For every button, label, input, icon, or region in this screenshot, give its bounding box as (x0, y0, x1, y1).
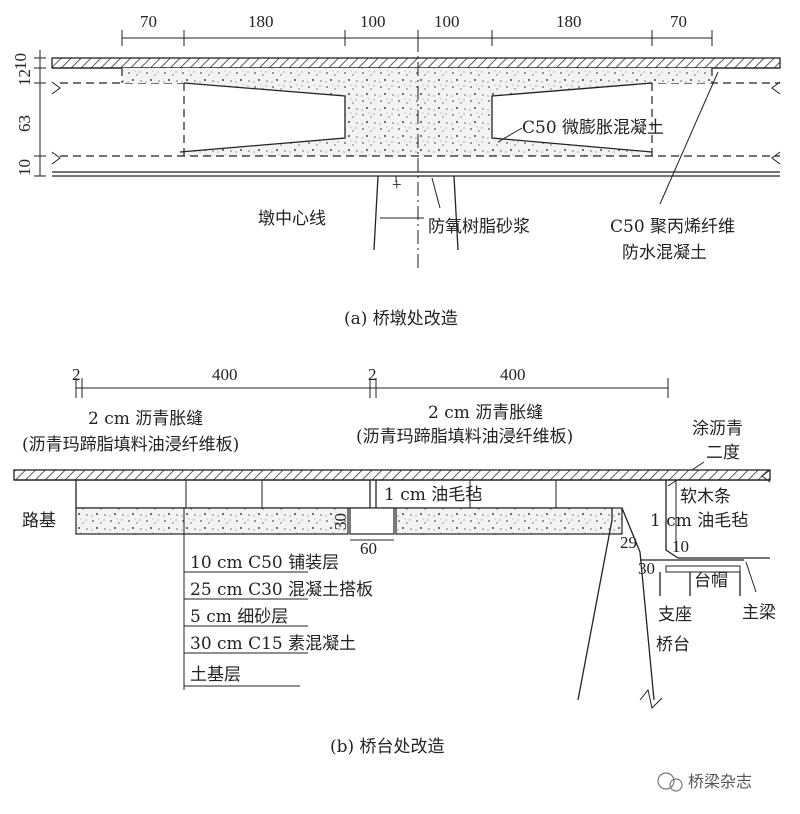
label-asphalt-coat-1: 涂沥青 (692, 419, 743, 439)
layer-fine-sand: 5 cm 细砂层 (190, 607, 288, 627)
abutment-front (621, 507, 655, 701)
wechat-icon (657, 772, 675, 790)
bearing-pad (665, 565, 741, 573)
label-main-girder: 主梁 (742, 603, 776, 623)
break-left-a (51, 81, 61, 165)
dim-b-30-bearing: 30 (638, 559, 655, 578)
label-felt-1cm: 1 cm 油毛毡 (384, 485, 482, 505)
dim-a-70-left: 70 (140, 12, 157, 31)
dim-b-29: 29 (620, 533, 637, 552)
label-abutment: 桥台 (656, 635, 690, 655)
side-dim-10-top: 10 (11, 53, 30, 70)
layer-plain-concrete: 30 cm C15 素混凝土 (190, 634, 356, 654)
pier-outline (373, 175, 459, 251)
dim-a-100-left: 100 (360, 12, 386, 31)
layer-paving: 10 cm C50 铺装层 (190, 553, 339, 573)
taper-left (179, 82, 346, 153)
leader-micro-expansion (497, 127, 523, 143)
girder-end (665, 480, 770, 559)
label-bearing: 支座 (658, 605, 692, 625)
deck-layer-a (51, 57, 781, 69)
subgrade-concrete-right (395, 507, 623, 535)
label-joint-1a: 2 cm 沥青胀缝 (88, 409, 203, 429)
leader-main-girder (745, 561, 757, 593)
label-micro-expansion: C50 微膨胀混凝土 (522, 118, 664, 138)
label-epoxy-mortar: 防氧树脂砂浆 (428, 217, 530, 237)
dim-b-60: 60 (360, 539, 377, 558)
dim-a-100-right: 100 (434, 12, 460, 31)
cross-mark: + (392, 175, 402, 194)
label-felt-1cm-2: 1 cm 油毛毡 (650, 511, 748, 531)
abutment-backwall (577, 508, 613, 701)
side-dim-10-bottom: 10 (15, 159, 34, 176)
dim-ticks-b (75, 378, 669, 398)
label-pp-fiber-2: 防水混凝土 (622, 243, 707, 263)
label-pp-fiber-1: C50 聚丙烯纤维 (610, 217, 735, 237)
dim-b-400-right: 400 (500, 365, 526, 384)
watermark-text: 桥梁杂志 (688, 772, 752, 791)
label-joint-1b: (沥青玛蹄脂填料油浸纤维板) (22, 435, 239, 455)
figure-b: 2 400 2 400 2 cm 沥青胀缝 (沥青玛蹄脂填料油浸纤维板) 2 c… (13, 365, 776, 757)
break-abutment (639, 688, 663, 709)
layer-soil-base: 土基层 (190, 665, 241, 685)
dim-b-30: 30 (331, 513, 350, 530)
break-right-a (771, 81, 781, 165)
layer-approach-slab: 25 cm C30 混凝土搭板 (190, 580, 373, 600)
caption-a: (a) 桥墩处改造 (344, 309, 458, 329)
figure-a: 70 180 100 100 180 70 + (11, 12, 781, 329)
micro-expansion-concrete (122, 68, 712, 156)
caption-b: (b) 桥台处改造 (330, 737, 445, 757)
dim-b-2-right: 2 (368, 365, 377, 384)
taper-right (491, 82, 653, 153)
label-pier-centerline: 墩中心线 (258, 209, 326, 229)
label-joint-2b: (沥青玛蹄脂填料油浸纤维板) (356, 427, 573, 447)
side-dim-63: 63 (15, 115, 34, 132)
dim-b-400-left: 400 (212, 365, 238, 384)
watermark: 桥梁杂志 (657, 772, 752, 792)
dim-a-180-right: 180 (556, 12, 582, 31)
label-abutment-cap: 台帽 (694, 571, 728, 591)
dim-b-10: 10 (672, 537, 689, 556)
label-asphalt-coat-2: 二度 (706, 443, 740, 463)
dim-a-70-right: 70 (670, 12, 687, 31)
pavement-layer-b (13, 469, 771, 481)
dim-b-2-left: 2 (72, 365, 81, 384)
subgrade-concrete-left (75, 507, 349, 535)
side-dim-12: 12 (15, 69, 34, 86)
sleeper-beam (349, 507, 395, 535)
dim-a-180-left: 180 (248, 12, 274, 31)
label-subgrade: 路基 (22, 511, 56, 531)
label-joint-2a: 2 cm 沥青胀缝 (428, 403, 543, 423)
leader-epoxy (431, 177, 441, 209)
leader-pp-fiber (659, 71, 719, 205)
label-soft-wood: 软木条 (680, 487, 731, 507)
break-right-b (761, 469, 771, 483)
